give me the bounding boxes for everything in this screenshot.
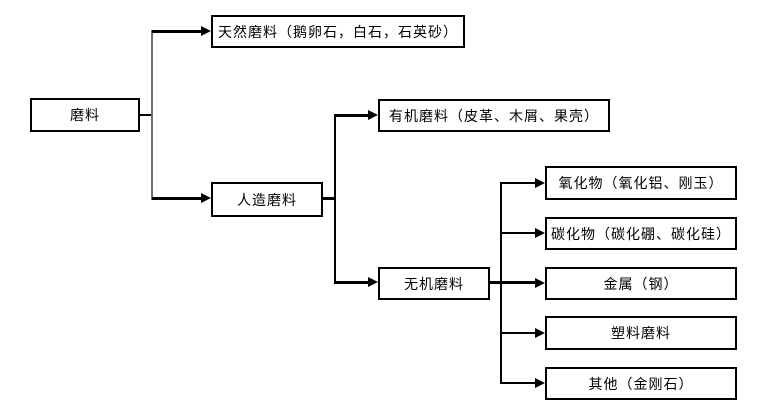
arrowhead-other-icon [535, 378, 545, 388]
connector-branch-metal [490, 281, 535, 284]
node-natural-abrasive: 天然磨料（鹅卵石，白石，石英砂） [211, 15, 465, 48]
connector-branch-oxide [501, 182, 535, 184]
node-plastic-abrasive: 塑料磨料 [545, 316, 737, 350]
node-other: 其他（金刚石） [545, 367, 737, 400]
arrowhead-artificial-icon [201, 193, 211, 203]
connector-trunk-level1 [151, 30, 153, 200]
connector-branch-carbide [501, 232, 535, 234]
connector-branch-inorganic [335, 281, 368, 284]
connector-root-stub [140, 114, 152, 116]
connector-branch-other [501, 382, 535, 384]
node-abrasive: 磨料 [30, 98, 140, 132]
arrowhead-oxide-icon [535, 178, 545, 188]
connector-trunk-level2 [334, 114, 336, 284]
arrowhead-plastic-icon [535, 328, 545, 338]
arrowhead-carbide-icon [535, 228, 545, 238]
node-inorganic-abrasive: 无机磨料 [378, 267, 490, 300]
arrowhead-inorganic-icon [368, 277, 378, 287]
connector-branch-plastic [501, 332, 535, 334]
connector-branch-natural [152, 30, 201, 33]
connector-branch-organic [335, 114, 368, 117]
arrowhead-organic-icon [368, 110, 378, 120]
connector-artificial-stub [323, 197, 335, 200]
node-carbide: 碳化物（碳化硼、碳化硅） [545, 217, 737, 250]
arrowhead-natural-icon [201, 26, 211, 36]
node-oxide: 氧化物（氧化铝、刚玉） [545, 166, 737, 200]
arrowhead-metal-icon [535, 278, 545, 288]
connector-branch-artificial [152, 197, 201, 200]
node-metal: 金属（钢） [545, 267, 737, 300]
node-organic-abrasive: 有机磨料（皮革、木屑、果壳） [378, 99, 610, 132]
node-artificial-abrasive: 人造磨料 [211, 182, 323, 217]
